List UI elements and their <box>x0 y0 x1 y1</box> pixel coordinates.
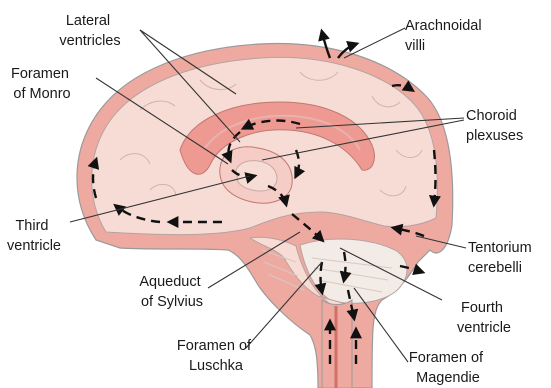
label-foramen-of-magendie: Foramen of Magendie <box>409 350 487 386</box>
label-aqueduct-of-sylvius: Aqueduct of Sylvius <box>139 274 204 310</box>
label-foramen-of-luschka: Foramen of Luschka <box>177 338 255 374</box>
label-arachnoidal-villi: Arachnoidal villi <box>405 18 486 54</box>
leader-villi <box>344 28 405 58</box>
label-foramen-of-monro: Foramen of Monro <box>11 66 73 102</box>
label-fourth-ventricle: Fourth ventricle <box>457 300 511 336</box>
label-choroid-plexuses: Choroid plexuses <box>466 108 523 144</box>
label-lateral-ventricles: Lateral ventricles <box>59 13 120 49</box>
label-third-ventricle: Third ventricle <box>7 218 61 254</box>
label-tentorium-cerebelli: Tentorium cerebelli <box>468 240 536 276</box>
